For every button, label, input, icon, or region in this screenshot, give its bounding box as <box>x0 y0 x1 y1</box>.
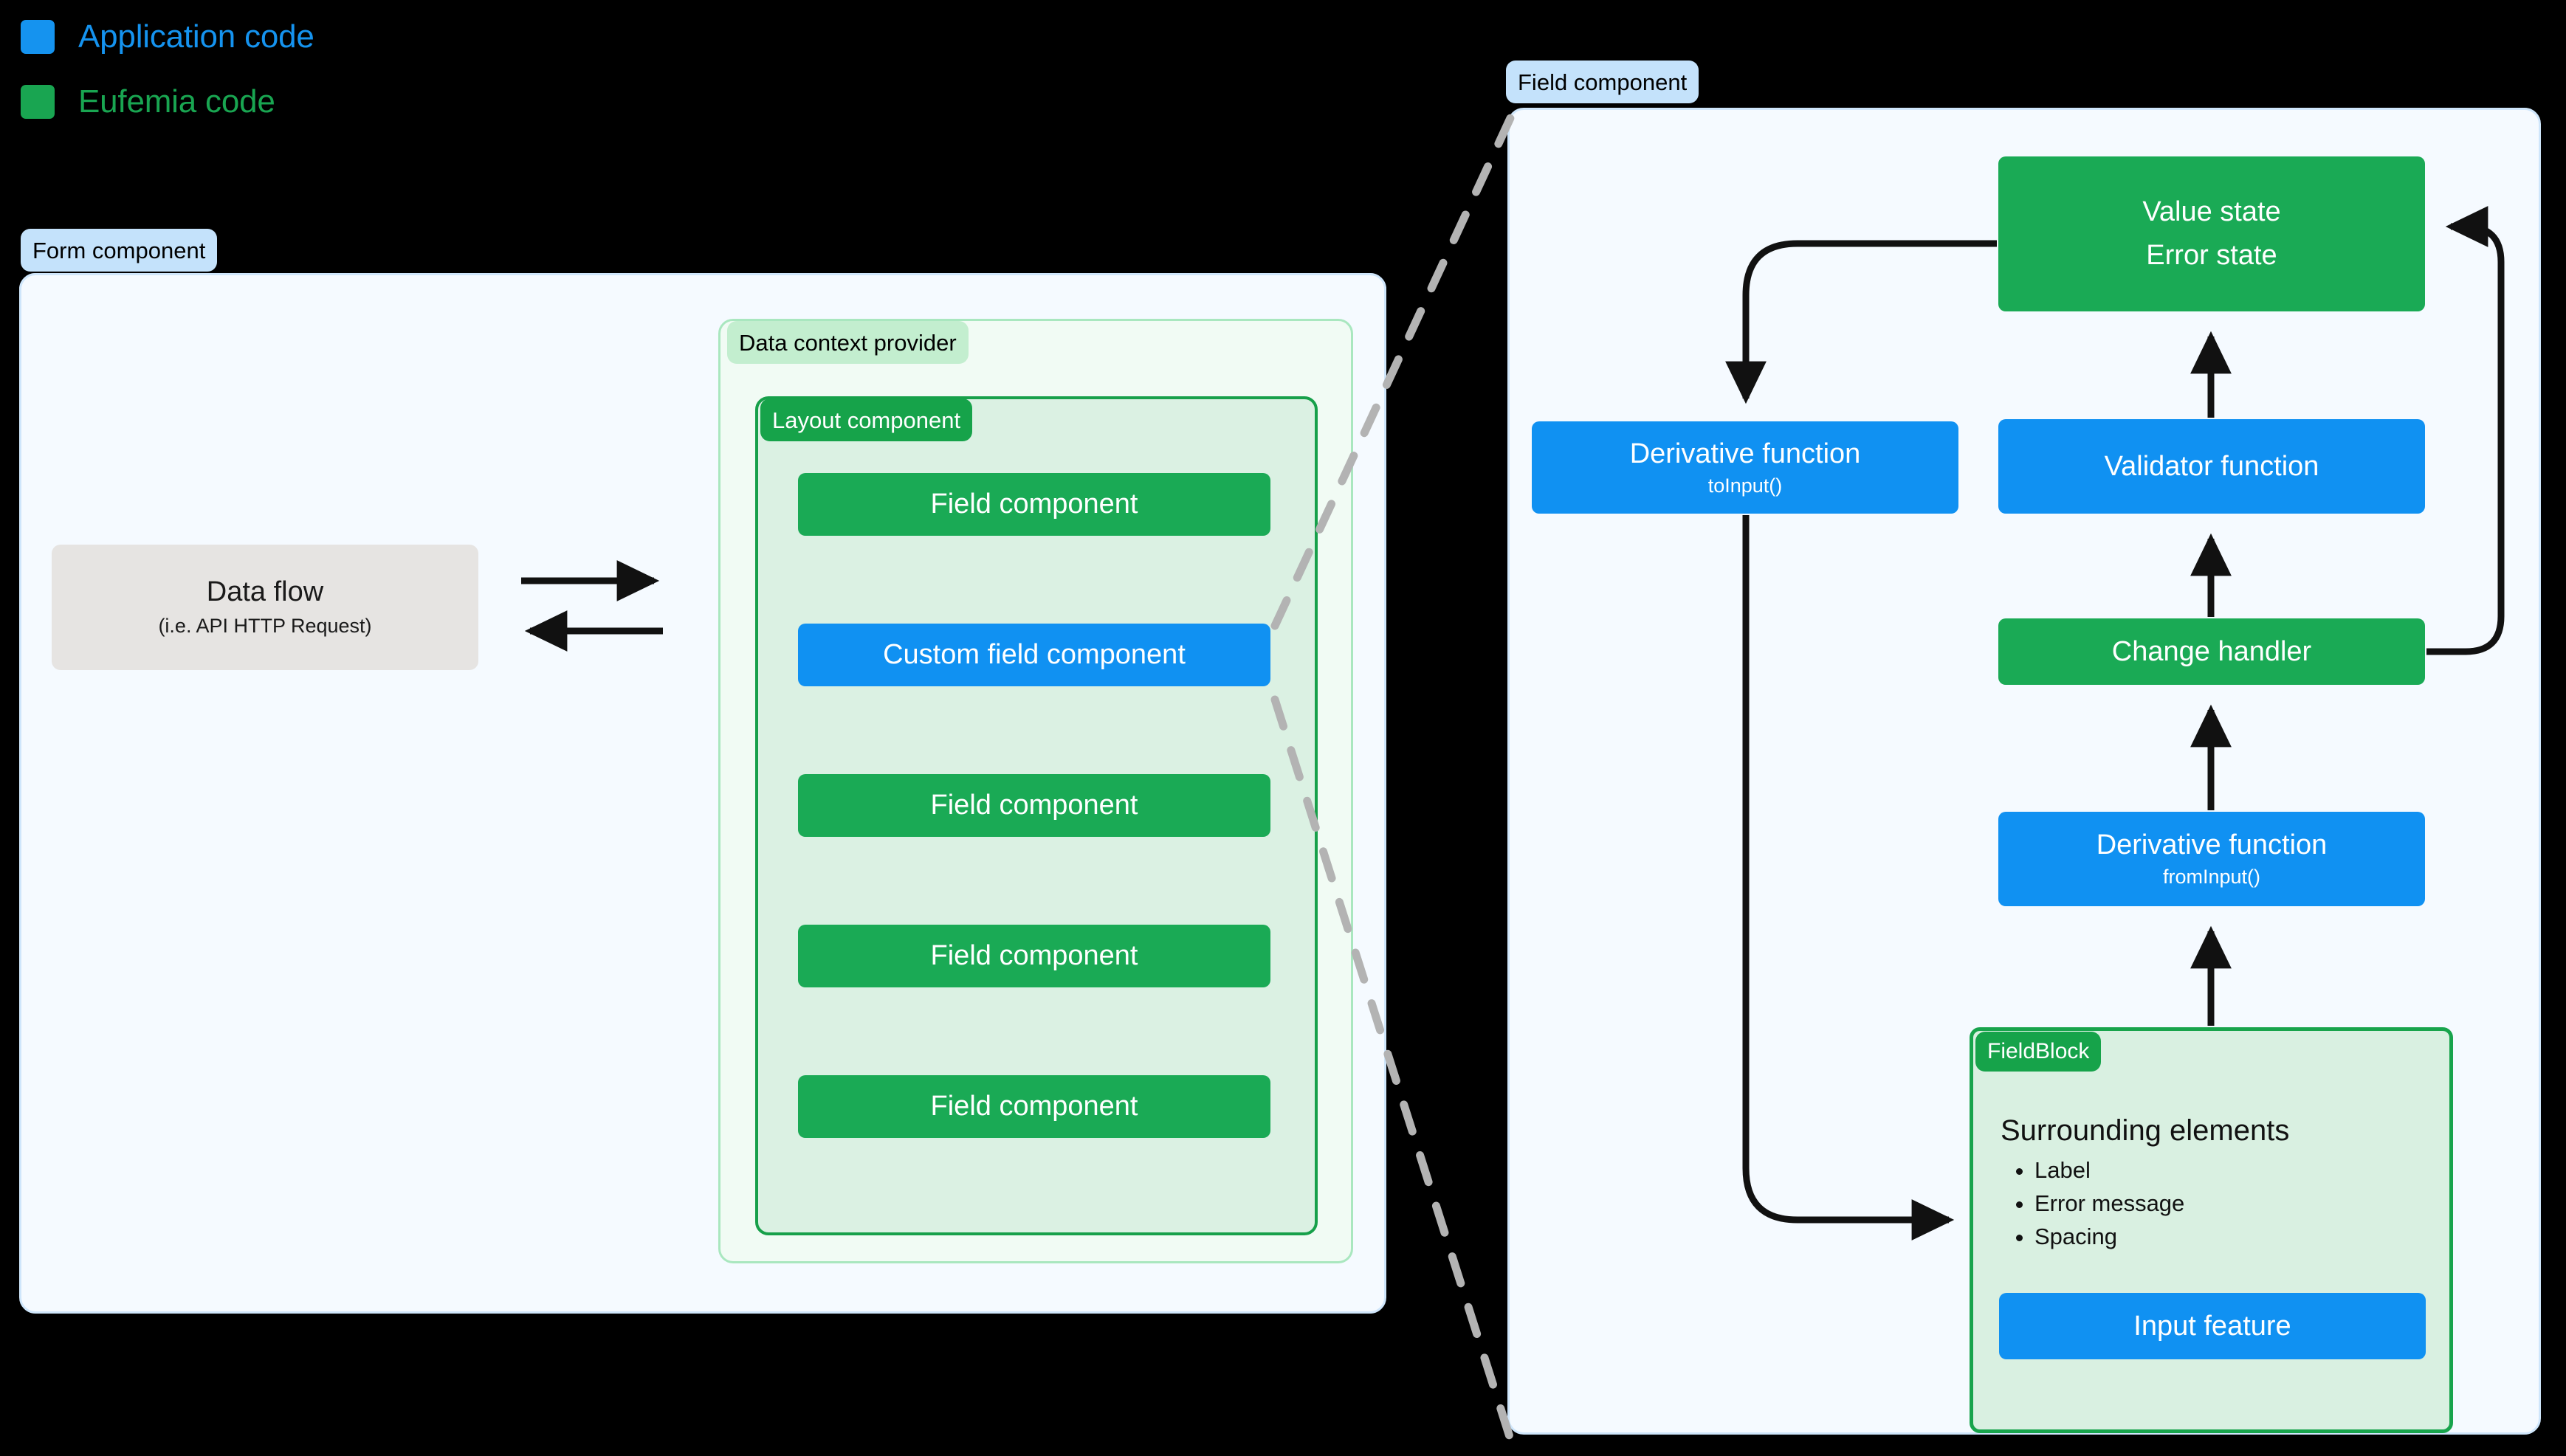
legend-item-eufemia-code: Eufemia code <box>21 81 314 123</box>
validator-function-title: Validator function <box>2104 450 2319 482</box>
legend-label-application-code: Application code <box>78 18 314 55</box>
custom-field-component-box[interactable]: Custom field component <box>798 624 1270 686</box>
change-handler-title: Change handler <box>2111 635 2312 667</box>
data-context-provider-label: Data context provider <box>727 321 969 364</box>
field-component-box-1[interactable]: Field component <box>798 473 1270 536</box>
surrounding-elements-group: Surrounding elements Label Error message… <box>2001 1114 2429 1254</box>
validator-function-box[interactable]: Validator function <box>1998 419 2425 514</box>
derivative-function-to-input-title: Derivative function <box>1629 438 1861 469</box>
data-flow-title: Data flow <box>206 576 324 607</box>
derivative-function-to-input-box[interactable]: Derivative function toInput() <box>1532 421 1958 514</box>
data-flow-box: Data flow (i.e. API HTTP Request) <box>52 545 478 670</box>
field-block-container <box>1970 1027 2453 1433</box>
derivative-function-from-input-title: Derivative function <box>2096 829 2328 861</box>
field-component-label-2: Field component <box>930 790 1138 821</box>
input-feature-box[interactable]: Input feature <box>1999 1293 2426 1359</box>
surrounding-elements-heading: Surrounding elements <box>2001 1114 2290 1147</box>
field-component-box-4[interactable]: Field component <box>798 1075 1270 1138</box>
input-feature-title: Input feature <box>2133 1310 2291 1342</box>
eufemia-code-swatch <box>21 85 55 119</box>
legend-item-application-code: Application code <box>21 16 314 58</box>
form-component-label: Form component <box>21 229 218 272</box>
change-handler-box[interactable]: Change handler <box>1998 618 2425 685</box>
application-code-swatch <box>21 20 55 54</box>
field-component-label-3: Field component <box>930 940 1138 972</box>
custom-field-component-label: Custom field component <box>883 639 1186 671</box>
list-item: Error message <box>2034 1187 2429 1221</box>
layout-component-label: Layout component <box>760 398 973 441</box>
field-component-panel-label: Field component <box>1506 61 1699 103</box>
field-component-box-2[interactable]: Field component <box>798 774 1270 837</box>
list-item: Label <box>2034 1154 2429 1187</box>
data-flow-subtitle: (i.e. API HTTP Request) <box>158 615 372 638</box>
legend-label-eufemia-code: Eufemia code <box>78 83 275 120</box>
field-block-label: FieldBlock <box>1975 1032 2102 1072</box>
derivative-function-to-input-subtitle: toInput() <box>1707 474 1783 497</box>
value-state-line-1: Value state <box>2142 196 2281 228</box>
derivative-function-from-input-subtitle: fromInput() <box>2162 866 2261 889</box>
surrounding-elements-list: Label Error message Spacing <box>2001 1154 2429 1254</box>
field-component-box-3[interactable]: Field component <box>798 925 1270 987</box>
value-state-line-2: Error state <box>2146 240 2277 271</box>
list-item: Spacing <box>2034 1221 2429 1254</box>
field-component-label-4: Field component <box>930 1091 1138 1122</box>
derivative-function-from-input-box[interactable]: Derivative function fromInput() <box>1998 812 2425 906</box>
legend: Application code Eufemia code <box>21 16 314 146</box>
field-component-label-1: Field component <box>930 489 1138 520</box>
value-state-box[interactable]: Value state Error state <box>1998 156 2425 311</box>
